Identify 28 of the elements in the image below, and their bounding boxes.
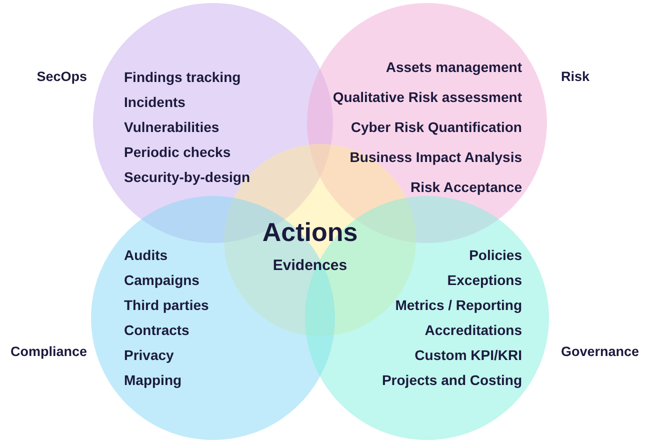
topic-label: Security-by-design <box>124 168 250 186</box>
topic-label: Cyber Risk Quantification <box>350 118 522 136</box>
category-heading: Governance <box>561 344 640 360</box>
topic-label: Mapping <box>124 371 182 389</box>
topic-label: Projects and Costing <box>382 371 522 389</box>
topic-label: Incidents <box>124 93 186 111</box>
topic-label: Exceptions <box>447 271 522 289</box>
topic-label: Business Impact Analysis <box>350 148 522 166</box>
center-title: Actions <box>261 217 359 247</box>
topic-label: Custom KPI/KRI <box>414 346 522 364</box>
topic-label: Assets management <box>386 58 522 76</box>
topic-label: Privacy <box>124 346 174 364</box>
category-heading: Risk <box>561 69 590 85</box>
topic-label: Policies <box>469 246 522 264</box>
center-subtitle: Evidences <box>272 257 348 275</box>
topic-label: Contracts <box>124 321 190 339</box>
topic-label: Accreditations <box>424 321 522 339</box>
topic-label: Risk Acceptance <box>410 178 522 196</box>
topic-label: Metrics / Reporting <box>395 296 522 314</box>
topic-label: Audits <box>124 246 168 264</box>
category-heading: Compliance <box>10 344 87 360</box>
topic-label: Campaigns <box>124 271 200 289</box>
topic-label: Qualitative Risk assessment <box>332 88 522 106</box>
topic-label: Vulnerabilities <box>124 118 220 136</box>
category-heading: SecOps <box>36 69 87 85</box>
topic-label: Periodic checks <box>124 143 231 161</box>
topic-label: Third parties <box>124 296 209 314</box>
topic-label: Findings tracking <box>124 68 241 86</box>
